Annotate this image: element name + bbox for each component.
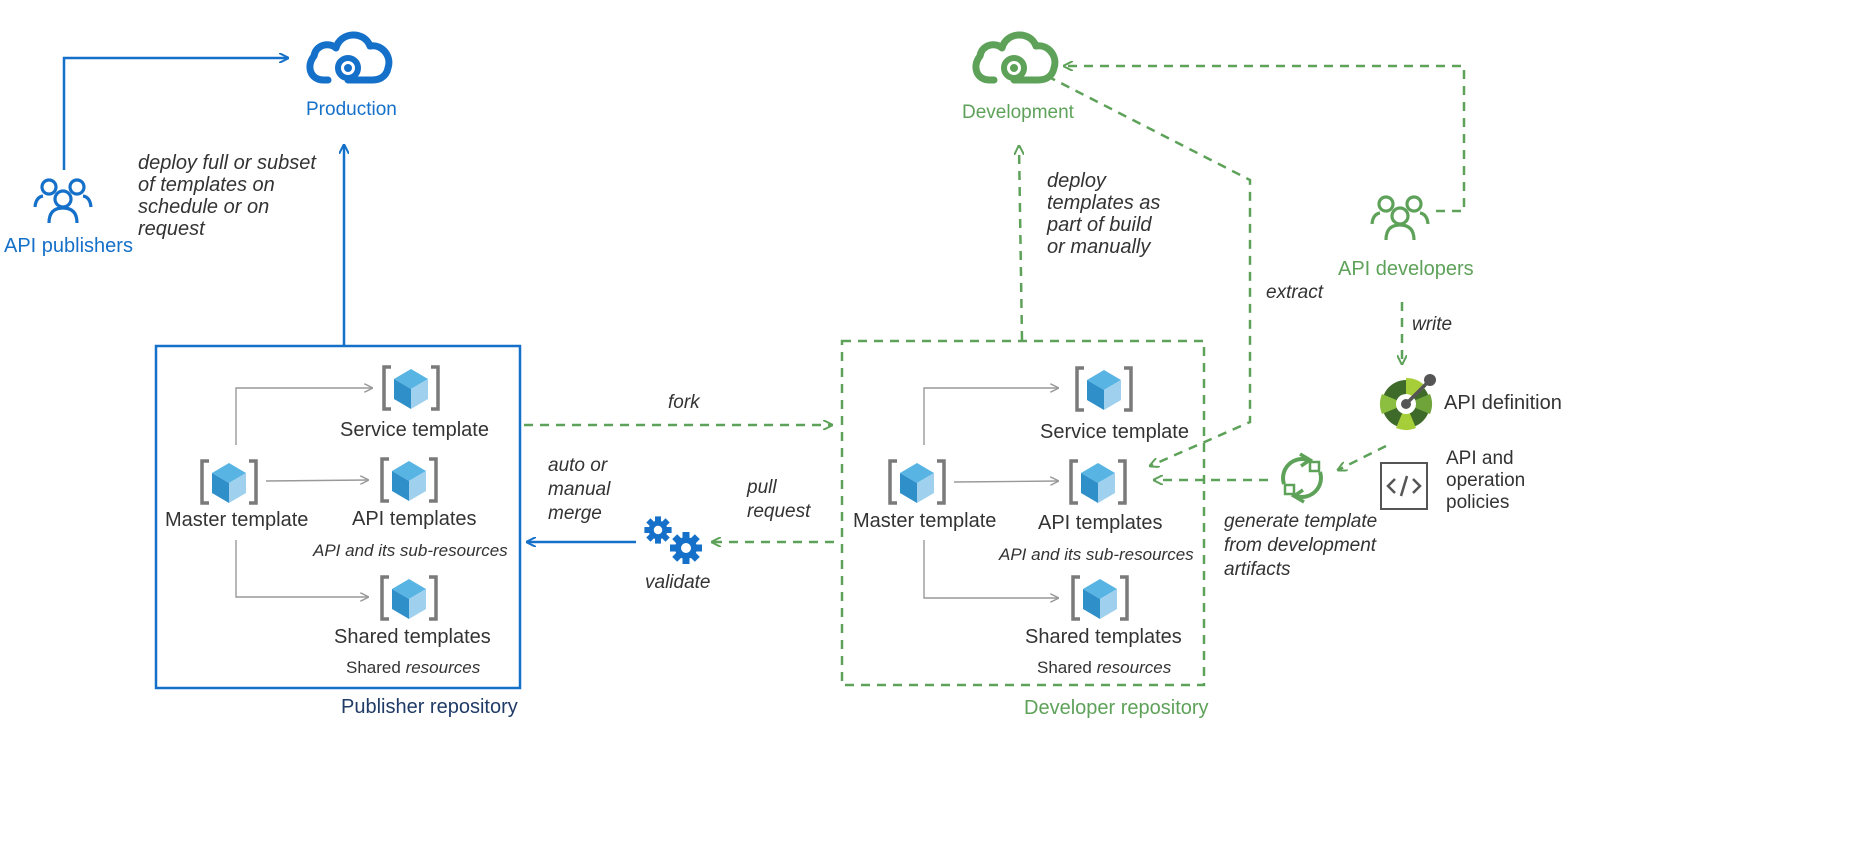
deploy-development-note: deploy templates as part of build or man… (1047, 170, 1161, 258)
developer-repository-title: Developer repository (1024, 697, 1209, 719)
policies-label: API and operation policies (1446, 448, 1526, 513)
api-definition-label: API definition (1444, 392, 1562, 414)
publisher-master-to-shared-arrow (235, 540, 368, 597)
publisher-shared-templates-label: Shared templates (334, 626, 491, 648)
developer-repo-to-development-arrow (1019, 146, 1022, 341)
publisher-master-template-icon (200, 459, 258, 505)
definition-to-generate-arrow (1338, 444, 1387, 470)
developer-api-templates-icon (1069, 459, 1127, 505)
merge-label: auto or manual merge (548, 455, 611, 524)
publisher-api-sub-label: API and its sub-resources (313, 541, 508, 560)
publisher-master-template-label: Master template (165, 509, 309, 531)
publisher-api-templates-label: API templates (352, 508, 477, 530)
developer-master-to-shared-arrow (923, 540, 1058, 598)
developer-shared-templates-icon (1071, 575, 1129, 621)
publisher-master-to-service-arrow (235, 388, 372, 445)
developer-master-template-label: Master template (853, 510, 997, 532)
developer-shared-sub-plain: Shared (1037, 658, 1092, 677)
developer-master-to-service-arrow (923, 388, 1058, 445)
api-publishers-label: API publishers (4, 235, 133, 257)
developer-shared-templates-label: Shared templates (1025, 626, 1182, 648)
code-policy-icon (1380, 462, 1428, 510)
api-definition-icon (1380, 374, 1436, 430)
publisher-shared-templates-icon (380, 575, 438, 621)
generate-sync-icon (1281, 452, 1323, 504)
production-label: Production (306, 99, 397, 120)
publisher-shared-sub-plain: Shared (346, 658, 401, 677)
developer-service-template-icon (1075, 366, 1133, 412)
developer-shared-sub-label: Shared resources (1037, 658, 1171, 678)
validate-label: validate (645, 572, 711, 593)
publisher-shared-sub-label: Shared resources (346, 658, 480, 678)
publisher-service-template-icon (382, 365, 440, 411)
developer-api-sub-label: API and its sub-resources (999, 545, 1194, 564)
extract-label: extract (1266, 282, 1324, 303)
publisher-repository-title: Publisher repository (341, 696, 518, 718)
developer-service-template-label: Service template (1040, 421, 1189, 443)
publisher-shared-sub-italic: resources (405, 658, 481, 677)
fork-label: fork (668, 392, 700, 413)
developer-api-templates-label: API templates (1038, 512, 1163, 534)
publisher-service-template-label: Service template (340, 419, 489, 441)
validate-gears-icon (644, 516, 702, 564)
developers-to-development-arrow (1064, 66, 1466, 213)
publisher-repository-box (154, 344, 522, 690)
api-publishers-people-icon (33, 178, 93, 225)
developer-master-template-icon (888, 459, 946, 505)
development-cloud-icon (976, 35, 1055, 80)
extract-arrow (1046, 74, 1252, 466)
deploy-production-note: deploy full or subset of templates on sc… (138, 152, 316, 240)
publisher-master-to-api-arrow (265, 480, 368, 481)
pull-request-label: pull request (747, 477, 811, 522)
production-cloud-icon (310, 35, 389, 80)
developer-repository-box (840, 339, 1206, 687)
api-developers-label: API developers (1338, 258, 1474, 280)
publisher-api-templates-icon (380, 457, 438, 503)
api-developers-people-icon (1370, 195, 1430, 242)
development-label: Development (962, 102, 1074, 123)
developer-shared-sub-italic: resources (1096, 658, 1172, 677)
write-label: write (1412, 314, 1453, 335)
publishers-to-production-arrow (62, 58, 288, 170)
generate-template-label: generate template from development artif… (1224, 511, 1378, 580)
developer-master-to-api-arrow (953, 481, 1058, 482)
